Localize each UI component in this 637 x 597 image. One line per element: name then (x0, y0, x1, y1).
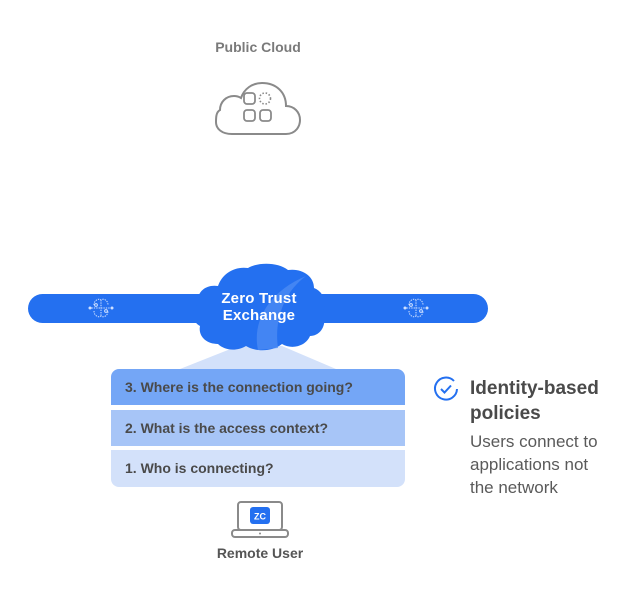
zc-badge (250, 507, 270, 524)
feature-desc-line-3: the network (470, 478, 558, 497)
laptop-icon: ZC (231, 501, 289, 538)
feature-description: Users connect to applications not the ne… (470, 430, 635, 499)
remote-user-label: Remote User (216, 545, 304, 561)
public-cloud-label: Public Cloud (215, 39, 301, 55)
brain-circuit-icon (88, 298, 114, 318)
zero-trust-exchange-cloud-icon[interactable] (188, 262, 330, 352)
cloud-apps-icon (214, 81, 302, 135)
feature-title-line-2: policies (470, 403, 541, 424)
feature-desc-line-2: applications not (470, 455, 589, 474)
policy-step-2: 2. What is the access context? (111, 410, 405, 446)
feature-title: Identity-based policies (470, 376, 635, 426)
zte-line-1: Zero Trust (221, 290, 297, 307)
policy-step-1: 1. Who is connecting? (111, 450, 405, 487)
check-circle-icon (434, 376, 458, 401)
zero-trust-exchange-label: Zero Trust Exchange (200, 290, 318, 324)
zc-badge-text: ZC (254, 512, 266, 522)
zte-line-2: Exchange (222, 307, 296, 324)
feature-title-line-1: Identity-based (470, 378, 599, 399)
brain-circuit-icon (403, 298, 429, 318)
policy-step-3: 3. Where is the connection going? (111, 369, 405, 405)
feature-desc-line-1: Users connect to (470, 432, 598, 451)
